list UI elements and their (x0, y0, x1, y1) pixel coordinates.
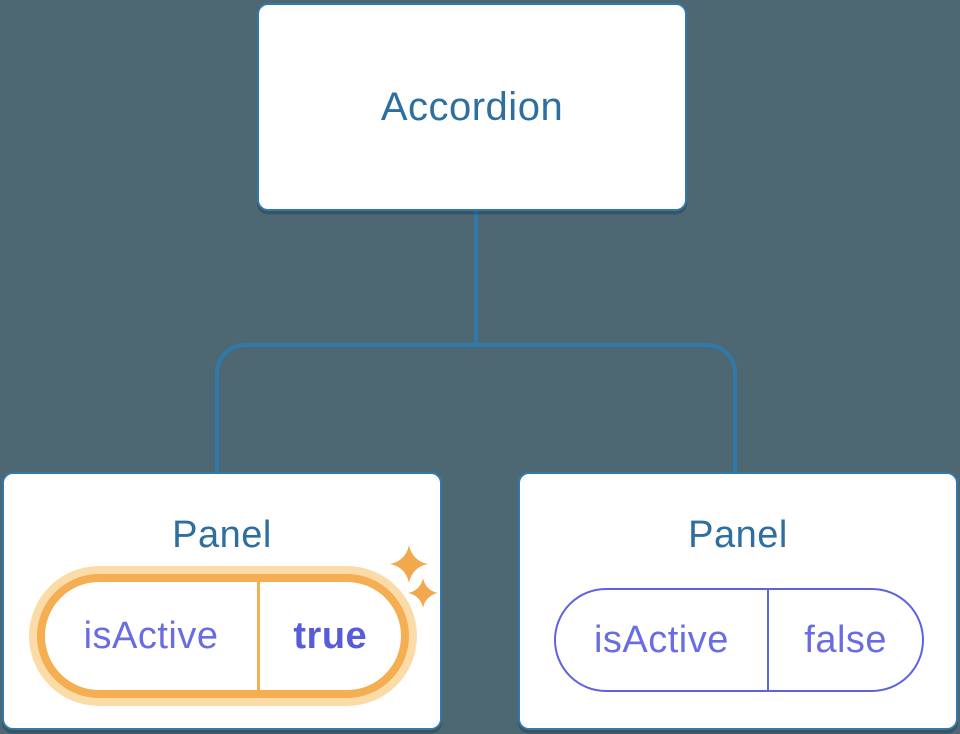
node-panel-inactive-label: Panel (688, 514, 788, 556)
prop-name: isActive (83, 614, 219, 657)
pill-divider (766, 590, 770, 690)
node-accordion: Accordion (257, 3, 687, 211)
connector-branch-bracket (215, 343, 737, 472)
prop-name: isActive (593, 618, 729, 661)
prop-value: true (293, 614, 368, 657)
connector-root-stem (474, 206, 478, 346)
sparkle-icon (390, 544, 428, 584)
pill-divider (257, 582, 260, 690)
prop-pill-active: isActive true (37, 574, 409, 698)
node-panel-active: Panel isActive true (2, 472, 442, 730)
node-accordion-label: Accordion (380, 84, 564, 129)
prop-value: false (804, 618, 888, 661)
sparkle-icon-small (408, 578, 438, 608)
node-panel-active-label: Panel (172, 514, 272, 556)
node-panel-inactive: Panel isActive false (518, 472, 958, 730)
prop-pill-inactive: isActive false (554, 588, 924, 692)
